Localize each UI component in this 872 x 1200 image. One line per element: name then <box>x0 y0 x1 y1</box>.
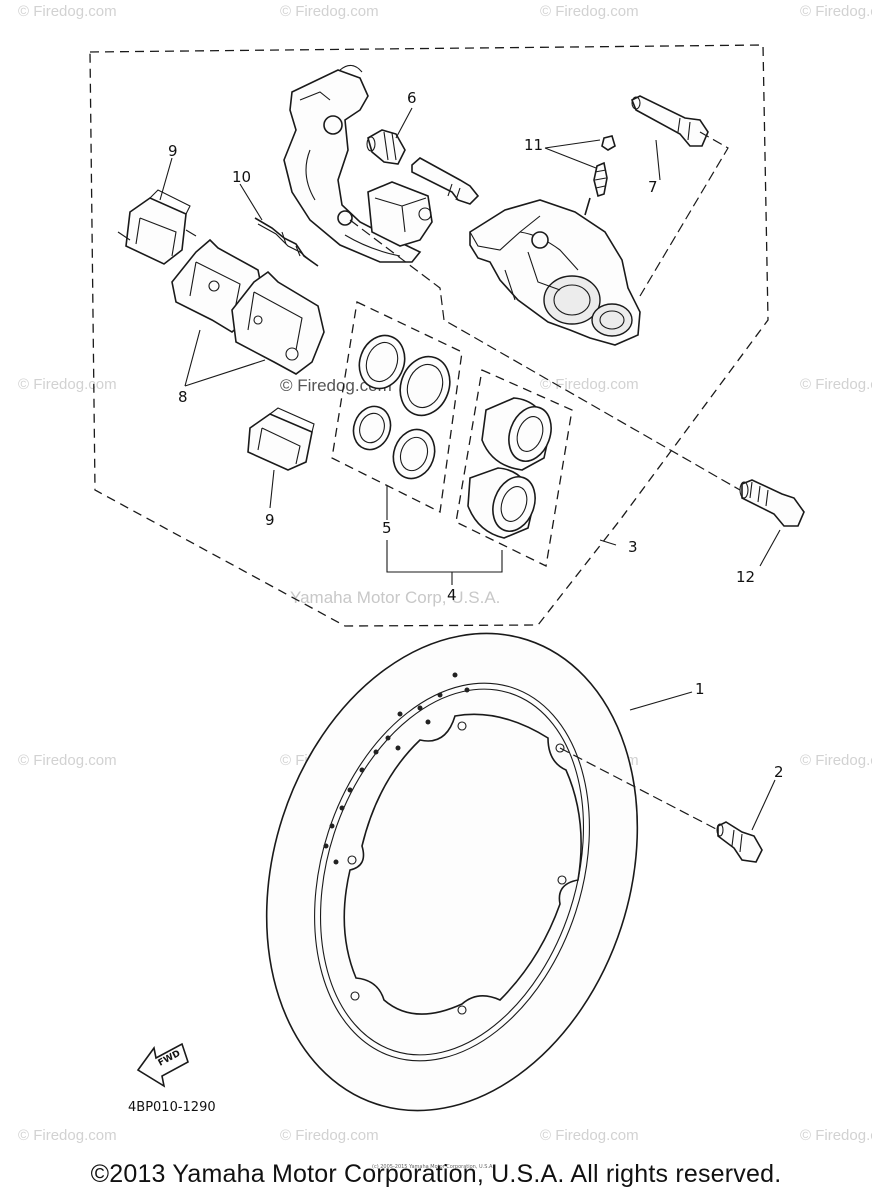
watermark: © Firedog.com <box>280 1127 379 1144</box>
watermark: © Firedog.com <box>540 3 639 20</box>
pad-shim-lower <box>247 407 315 471</box>
callout-4: 4 <box>447 586 457 604</box>
bleed-screw <box>584 135 616 216</box>
callout-8: 8 <box>178 388 188 406</box>
leader-lines <box>159 107 781 831</box>
watermark: © Firedog.com <box>800 752 872 769</box>
pad-spring <box>254 217 319 267</box>
callout-7: 7 <box>648 178 658 196</box>
piston-seals <box>352 334 451 480</box>
watermark: © Firedog.com <box>18 1127 117 1144</box>
watermark: © Firedog.com <box>18 3 117 20</box>
callout-9: 9 <box>265 511 275 529</box>
pistons <box>467 397 552 539</box>
pad-support <box>367 181 433 247</box>
callout-5: 5 <box>382 519 392 537</box>
watermark: © Firedog.com <box>800 376 872 393</box>
caliper-bolt <box>630 95 709 147</box>
brake-disc <box>265 632 639 1112</box>
fine-print: (c) 2005-2015 Yamaha Motor Corporation, … <box>372 1164 494 1170</box>
seal-kit-box <box>331 301 463 513</box>
watermark: © Firedog.com <box>800 1127 872 1144</box>
watermark: © Firedog.com <box>18 376 117 393</box>
callout-1: 1 <box>695 680 705 698</box>
fwd-arrow-icon: FWD <box>136 1042 189 1088</box>
watermark-yamaha: Yamaha Motor Corp, U.S.A. <box>290 588 500 607</box>
caliper-mount-bolt <box>739 479 805 527</box>
slide-pin <box>411 157 480 205</box>
callout-6: 6 <box>407 89 417 107</box>
brake-pad-outer <box>231 270 325 375</box>
slide-pin-boot <box>366 129 406 165</box>
watermark: © Firedog.com <box>540 376 639 393</box>
callout-2: 2 <box>774 763 784 781</box>
callout-12: 12 <box>736 568 755 586</box>
callouts: 6 11 7 9 10 8 9 5 4 3 12 1 2 <box>168 89 784 781</box>
callout-11: 11 <box>524 136 543 154</box>
watermark: © Firedog.com <box>540 1127 639 1144</box>
watermark: © Firedog.com <box>800 3 872 20</box>
callout-9: 9 <box>168 142 178 160</box>
piston-box <box>455 369 573 567</box>
pad-shim-upper <box>117 189 197 265</box>
callout-10: 10 <box>232 168 251 186</box>
watermark: © Firedog.com <box>280 3 379 20</box>
copyright-notice: ©2013 Yamaha Motor Corporation, U.S.A. A… <box>90 1160 782 1188</box>
caliper-assembly-boundary <box>89 44 769 627</box>
callout-3: 3 <box>628 538 638 556</box>
disc-bolt <box>716 821 763 863</box>
caliper-body <box>469 199 641 346</box>
watermark: © Firedog.com <box>18 752 117 769</box>
diagram-code: 4BP010-1290 <box>128 1100 216 1115</box>
